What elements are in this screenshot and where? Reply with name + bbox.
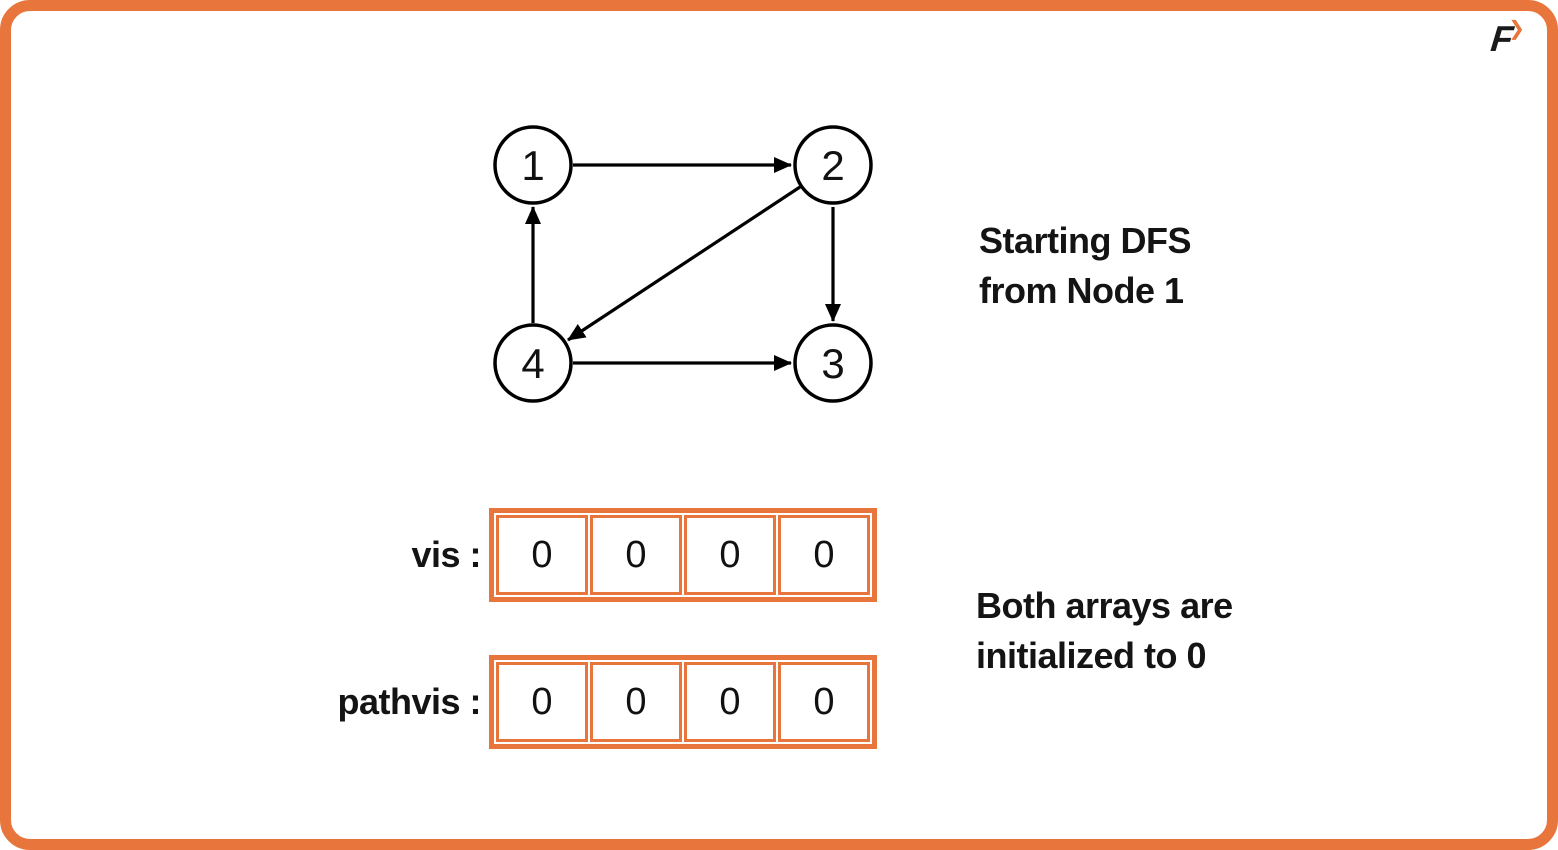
node-1-label: 1 xyxy=(521,142,544,189)
vis-array-label: vis : xyxy=(411,534,481,575)
pathvis-cell-2: 0 xyxy=(684,662,776,742)
pathvis-cell-0: 0 xyxy=(496,662,588,742)
logo-chevron-icon: ❯ xyxy=(1508,18,1525,40)
vis-cell-2: 0 xyxy=(684,515,776,595)
vis-cell-1: 0 xyxy=(590,515,682,595)
pathvis-cell-1: 0 xyxy=(590,662,682,742)
graph-node-4: 4 xyxy=(493,323,573,403)
vis-cell-0: 0 xyxy=(496,515,588,595)
dfs-graph-diagram: 1 2 3 4 xyxy=(493,125,873,403)
node-1-circle xyxy=(493,125,573,205)
graph-node-1: 1 xyxy=(493,125,573,205)
pathvis-array: 0 0 0 0 xyxy=(489,655,877,749)
dfs-status-caption: Starting DFS from Node 1 xyxy=(979,220,1192,311)
graph-node-3: 3 xyxy=(793,323,873,403)
pathvis-array-label: pathvis : xyxy=(337,681,481,722)
node-4-label: 4 xyxy=(521,340,544,387)
node-3-circle xyxy=(793,323,873,403)
arrays-init-caption: Both arrays are initialized to 0 xyxy=(976,585,1233,676)
pathvis-cell-3: 0 xyxy=(778,662,870,742)
vis-array-row: vis : 0 0 0 0 xyxy=(311,508,877,602)
node-2-label: 2 xyxy=(821,142,844,189)
vis-cell-3: 0 xyxy=(778,515,870,595)
node-4-circle xyxy=(493,323,573,403)
brand-logo: F ❯ xyxy=(1489,18,1529,59)
edge-2-to-4 xyxy=(567,185,801,342)
pathvis-array-row: pathvis : 0 0 0 0 xyxy=(311,655,877,749)
node-3-label: 3 xyxy=(821,340,844,387)
node-2-circle xyxy=(793,125,873,205)
vis-array: 0 0 0 0 xyxy=(489,508,877,602)
graph-node-2: 2 xyxy=(793,125,873,205)
